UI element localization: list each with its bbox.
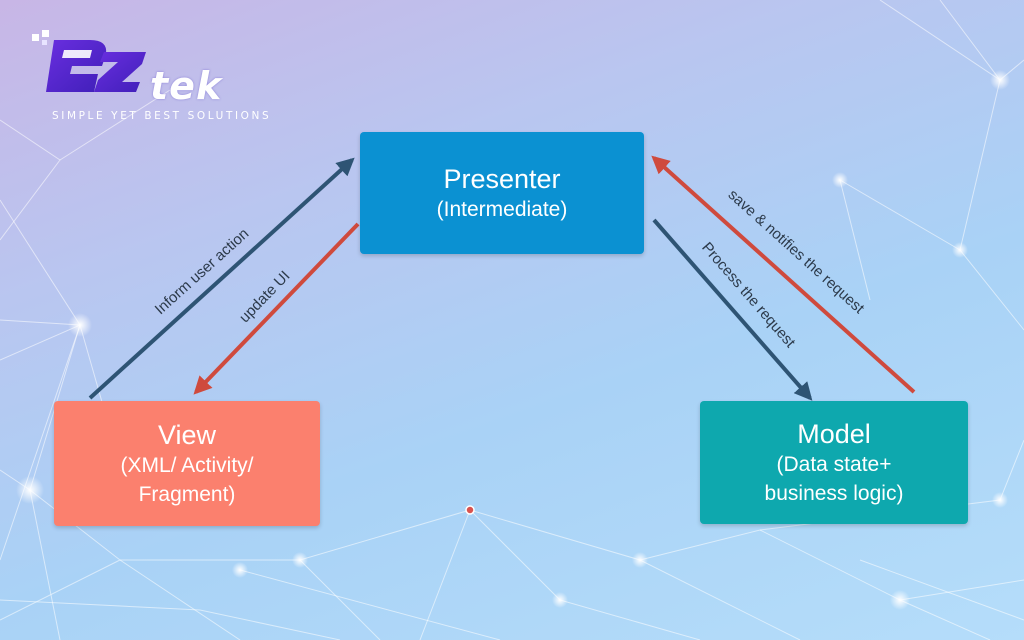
arrow-inform-user-action (88, 157, 355, 400)
eztek-logo: tek SIMPLE YET BEST SOLUTIONS (28, 28, 308, 128)
model-subtitle-line-1: (Data state+ (776, 452, 892, 476)
arrow-save-notifies (651, 155, 916, 394)
model-node: Model (Data state+ business logic) (700, 401, 968, 524)
model-title: Model (797, 418, 871, 449)
logo-wordmark: tek (150, 64, 223, 108)
view-node: View (XML/ Activity/ Fragment) (54, 401, 320, 526)
presenter-title: Presenter (443, 163, 561, 194)
view-subtitle: (XML/ Activity/ Fragment) (120, 451, 253, 509)
presenter-node: Presenter (Intermediate) (360, 132, 644, 254)
arrow-process-request (652, 218, 813, 401)
model-subtitle: (Data state+ business logic) (765, 450, 904, 508)
presenter-subtitle-line: (Intermediate) (436, 197, 568, 221)
presenter-subtitle: (Intermediate) (437, 195, 568, 224)
label-process-request: Process the request (698, 239, 799, 351)
eztek-logo-mark-icon (32, 30, 146, 92)
model-subtitle-line-2: business logic) (764, 481, 904, 505)
label-inform-user-action: Inform user action (152, 225, 253, 318)
logo-tagline: SIMPLE YET BEST SOLUTIONS (52, 110, 272, 122)
view-subtitle-line-2: Fragment) (138, 482, 236, 506)
view-title: View (157, 419, 217, 450)
view-subtitle-line-1: (XML/ Activity/ (120, 453, 254, 477)
label-update-ui: update UI (236, 268, 293, 327)
arrow-update-ui (193, 222, 360, 395)
